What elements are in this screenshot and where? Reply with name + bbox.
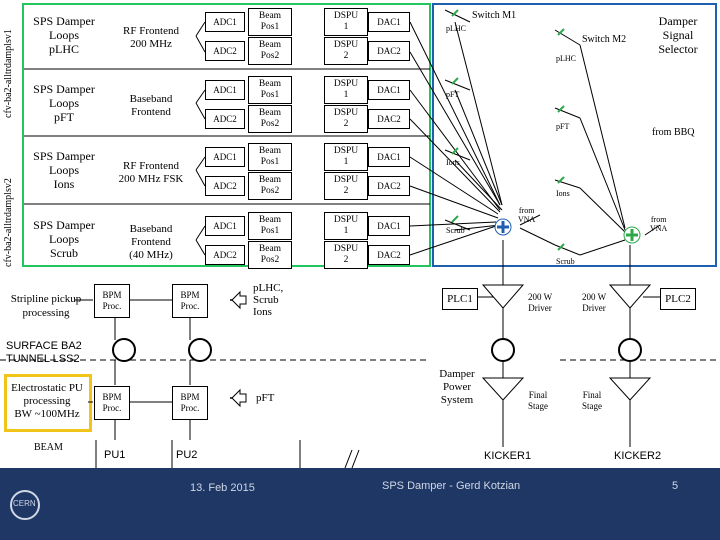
switch-m2-scrub: Scrub: [556, 257, 575, 266]
dac2-block: DAC2: [368, 109, 410, 129]
connection-lines: [0, 9, 720, 468]
switch-m1-ions: Ions: [446, 158, 460, 167]
adc2-block: ADC2: [205, 109, 245, 129]
switch-m2-ions: Ions: [556, 189, 570, 198]
switch-m1-label: Switch M1: [472, 10, 517, 21]
group-label-pft: pFT: [256, 392, 275, 404]
dac2-block: DAC2: [368, 245, 410, 265]
dac2-block: DAC2: [368, 41, 410, 61]
pu2-label: PU2: [176, 449, 198, 461]
switch-m2-plhc: pLHC: [556, 54, 576, 63]
blue-frame: [432, 3, 717, 267]
from-bbq: from BBQ: [652, 127, 695, 138]
switch-m2-pft: pFT: [556, 122, 570, 131]
dac1-block: DAC1: [368, 80, 410, 100]
kicker2: KICKER2: [614, 450, 662, 462]
footer-date: 13. Feb 2015: [190, 482, 255, 494]
switch-m2-label: Switch M2: [582, 34, 627, 45]
footer-title: SPS Damper - Gerd Kotzian: [382, 480, 521, 492]
cern-logo: [10, 490, 40, 520]
switch-m1-scrub: Scrub: [446, 226, 465, 235]
adc2-block: ADC2: [205, 245, 245, 265]
pu1-label: PU1: [104, 449, 126, 461]
adc2-block: ADC2: [205, 176, 245, 196]
plc2: PLC2: [660, 288, 696, 310]
dac2-block: DAC2: [368, 176, 410, 196]
dac1-block: DAC1: [368, 12, 410, 32]
switch-m1-pft: pFT: [446, 90, 460, 99]
adc1-block: ADC1: [205, 12, 245, 32]
footer-bar: CERN 13. Feb 2015 SPS Damper - Gerd Kotz…: [0, 468, 720, 540]
kicker1: KICKER1: [484, 450, 532, 462]
yellow-frame: [4, 374, 92, 432]
adc1-block: ADC1: [205, 216, 245, 236]
adc2-block: ADC2: [205, 41, 245, 61]
footer-page: 5: [672, 480, 679, 492]
plc1: PLC1: [442, 288, 478, 310]
beam-label: BEAM: [34, 442, 63, 453]
dac1-block: DAC1: [368, 147, 410, 167]
adc1-block: ADC1: [205, 147, 245, 167]
green-frame: [22, 3, 431, 267]
cern-logo-text: CERN: [13, 499, 36, 508]
dac1-block: DAC1: [368, 216, 410, 236]
adc1-block: ADC1: [205, 80, 245, 100]
switch-m1-plhc: pLHC: [446, 24, 466, 33]
